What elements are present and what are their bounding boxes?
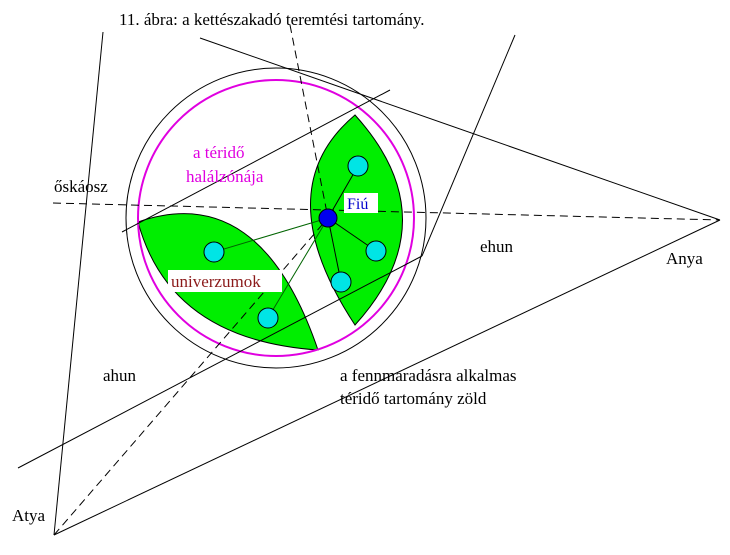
dashed-horizontal — [52, 202, 721, 221]
anya-label: Anya — [666, 249, 703, 268]
universe-circle — [203, 241, 225, 263]
dashed-atya-to-fiu — [53, 217, 329, 536]
line-top-to-atya — [53, 31, 104, 536]
figure-title: 11. ábra: a kettészakadó teremtési tarto… — [119, 10, 425, 29]
line-upper-left-tangent — [121, 89, 391, 233]
dashed-vertical — [289, 24, 329, 219]
line-right-diagonal — [421, 34, 516, 257]
atya-label: Atya — [12, 506, 46, 525]
line-atya-to-anya — [53, 219, 721, 536]
death-zone-label-line1: a téridő — [193, 143, 244, 162]
fiu-label-box — [344, 193, 378, 213]
fiu-label: Fiú — [347, 196, 368, 213]
ehun-label: ehun — [480, 237, 514, 256]
universes-label: univerzumok — [171, 272, 261, 291]
death-zone-circle — [137, 79, 415, 357]
green-region-label-line2: téridő tartomány zöld — [340, 389, 487, 408]
universe-circle — [257, 307, 279, 329]
spoke-to-u4 — [213, 217, 329, 253]
universe-circle — [347, 155, 369, 177]
line-bottom-tangent — [17, 255, 423, 469]
universes-label-box — [168, 270, 282, 292]
green-region-label-line1: a fennmaradásra alkalmas — [340, 366, 517, 385]
universe-circle — [330, 271, 352, 293]
spoke-to-u5 — [267, 217, 329, 319]
death-zone-label-line2: halálzónája — [186, 167, 264, 186]
oskaosz-label: őskáosz — [54, 177, 108, 196]
outer-circle — [125, 67, 427, 369]
spoke-to-u3 — [327, 217, 342, 283]
fiu-point — [318, 208, 338, 228]
ahun-label: ahun — [103, 366, 137, 385]
line-top-to-anya — [199, 37, 721, 221]
right-green-lens — [310, 114, 403, 326]
universe-circle — [365, 240, 387, 262]
